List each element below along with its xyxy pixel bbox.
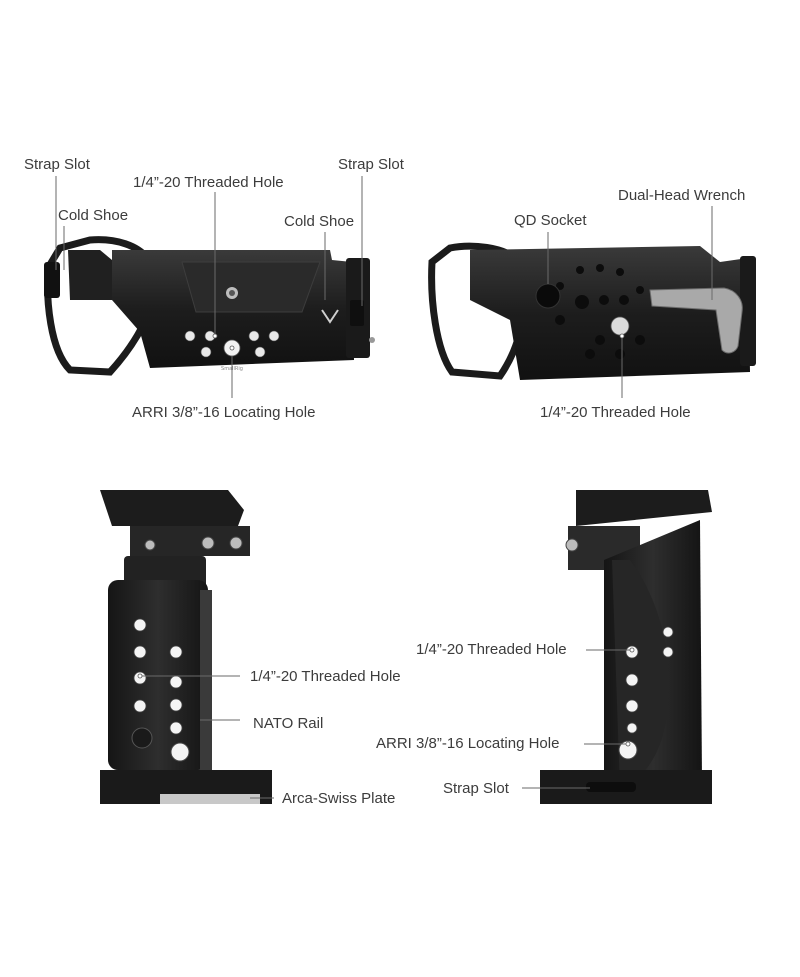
label-strap-slot-bottom: Strap Slot [443, 780, 509, 797]
label-cold-shoe-left: Cold Shoe [58, 207, 129, 224]
cage-side-view-left [100, 490, 272, 804]
cage-front-view: SmallRig [44, 236, 375, 376]
qd-socket [535, 283, 561, 309]
label-qd-socket: QD Socket [514, 212, 587, 229]
label-dual-head-wrench: Dual-Head Wrench [618, 187, 746, 204]
leader-lines [55, 176, 713, 799]
label-threaded-hole-top-right: 1/4”-20 Threaded Hole [540, 404, 691, 421]
dual-head-wrench [649, 287, 743, 354]
label-strap-slot-left: Strap Slot [24, 156, 90, 173]
strap-slot-right [350, 300, 364, 326]
label-threaded-hole-bottom-right: 1/4”-20 Threaded Hole [416, 641, 567, 658]
leader-dots [137, 333, 635, 747]
label-arca-swiss-plate: Arca-Swiss Plate [282, 790, 396, 807]
strap-slot-left [44, 262, 60, 298]
label-strap-slot-right: Strap Slot [338, 156, 404, 173]
label-arri-locating-hole-top: ARRI 3/8”-16 Locating Hole [132, 404, 316, 421]
cage-back-view [428, 242, 756, 380]
label-cold-shoe-right: Cold Shoe [284, 213, 355, 230]
label-threaded-hole-bottom-left: 1/4”-20 Threaded Hole [250, 668, 401, 685]
cage-side-view-right [540, 490, 712, 804]
label-threaded-hole-top-left: 1/4”-20 Threaded Hole [133, 174, 284, 191]
label-arri-locating-hole-bottom: ARRI 3/8”-16 Locating Hole [376, 735, 560, 752]
label-nato-rail: NATO Rail [253, 715, 324, 732]
